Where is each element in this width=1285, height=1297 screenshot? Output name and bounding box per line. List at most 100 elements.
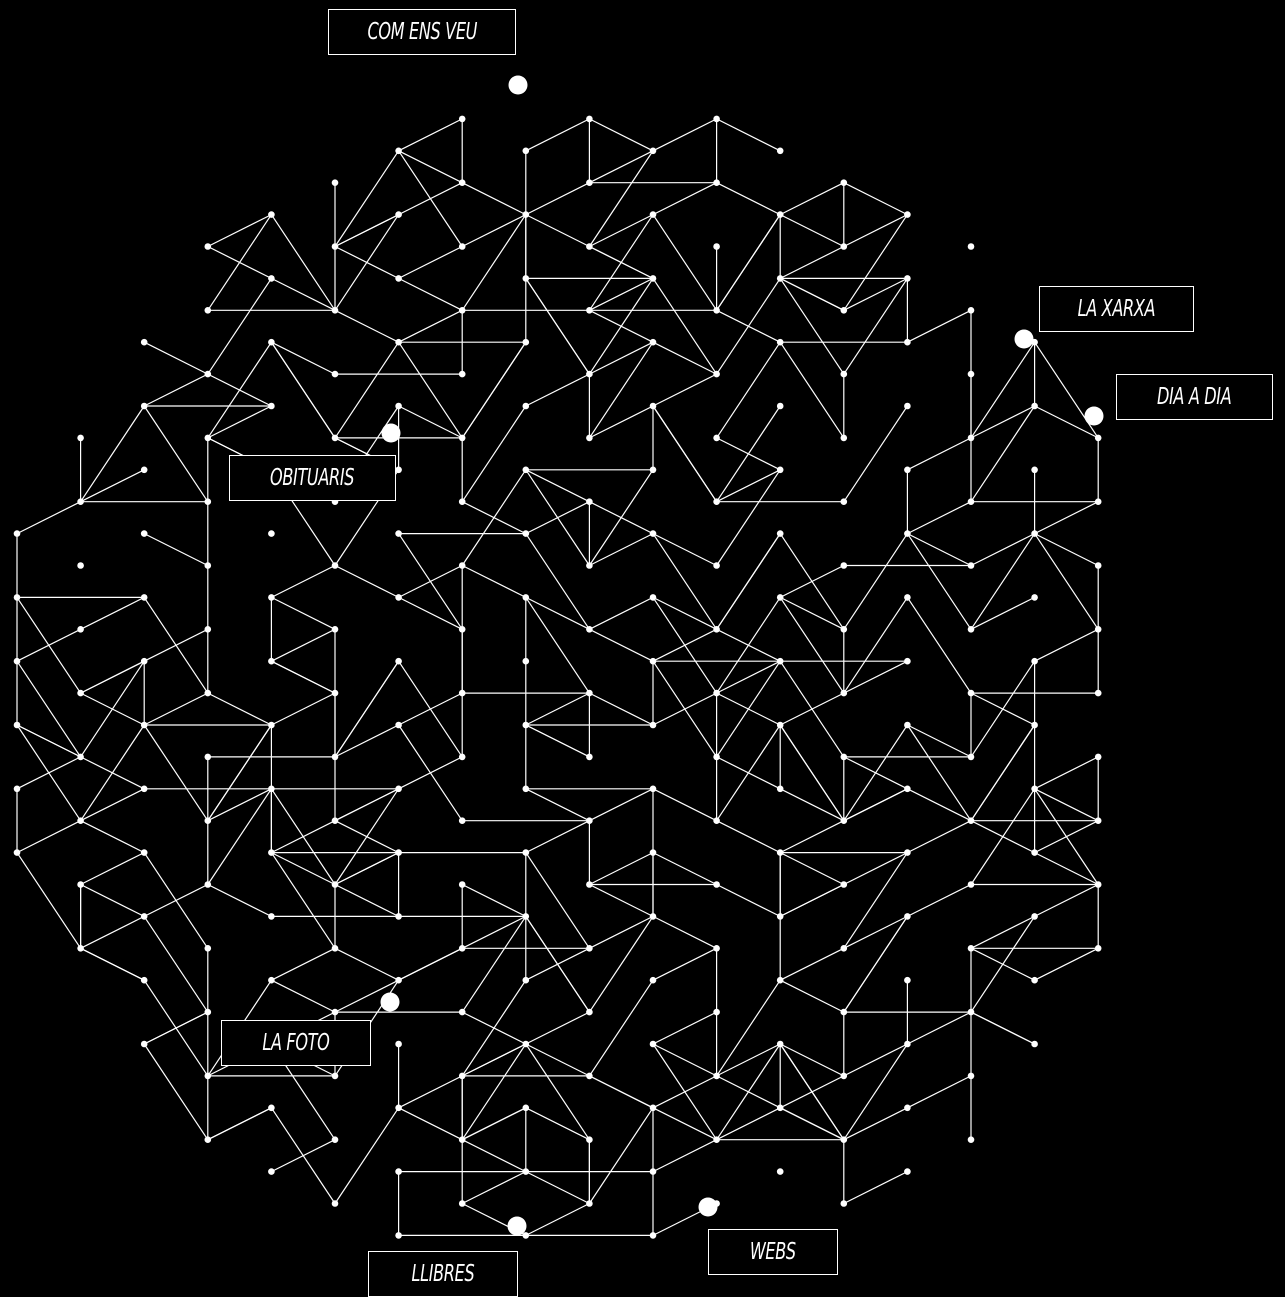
network-dot bbox=[332, 945, 339, 952]
network-edge bbox=[144, 342, 208, 374]
network-dot bbox=[395, 594, 402, 601]
network-edge bbox=[462, 183, 526, 215]
network-edge bbox=[844, 1172, 908, 1204]
network-edge bbox=[717, 597, 781, 693]
network-dot bbox=[713, 881, 720, 888]
network-dot bbox=[650, 1105, 657, 1112]
network-edge bbox=[335, 661, 399, 757]
network-dot bbox=[1095, 945, 1102, 952]
network-edge bbox=[589, 597, 653, 629]
nav-obituaris[interactable]: OBITUARIS bbox=[229, 455, 396, 501]
network-edge bbox=[971, 406, 1035, 502]
network-dot bbox=[395, 1041, 402, 1048]
network-dot bbox=[713, 1009, 720, 1016]
nav-la-xarxa[interactable]: LA XARXA bbox=[1039, 286, 1194, 332]
network-dot bbox=[1095, 626, 1102, 633]
network-dot bbox=[586, 179, 593, 186]
network-dot bbox=[1031, 977, 1038, 984]
network-dot bbox=[650, 467, 657, 474]
network-dot bbox=[586, 1200, 593, 1207]
network-dot bbox=[77, 435, 84, 442]
network-edge bbox=[335, 151, 399, 247]
network-dot bbox=[586, 435, 593, 442]
network-dot bbox=[205, 1009, 212, 1016]
network-dot bbox=[713, 435, 720, 442]
network-edge bbox=[907, 885, 971, 917]
network-dot bbox=[841, 243, 848, 250]
network-dot bbox=[459, 1073, 466, 1080]
network-dot bbox=[968, 307, 975, 314]
network-edge bbox=[526, 119, 590, 151]
network-dot bbox=[777, 530, 784, 537]
network-dot bbox=[523, 658, 530, 665]
network-edge bbox=[1035, 853, 1099, 885]
network-dot bbox=[904, 977, 911, 984]
network-edge bbox=[717, 470, 781, 502]
network-dot bbox=[523, 467, 530, 474]
network-edge bbox=[271, 821, 335, 853]
network-edge bbox=[399, 310, 463, 342]
network-edge bbox=[589, 406, 653, 438]
network-edge bbox=[81, 821, 145, 853]
network-dot bbox=[586, 945, 593, 952]
nav-llibres[interactable]: LLIBRES bbox=[368, 1251, 518, 1297]
network-dot bbox=[904, 594, 911, 601]
network-dot bbox=[968, 881, 975, 888]
network-edge bbox=[1035, 757, 1099, 789]
network-edge bbox=[526, 470, 590, 566]
network-dot bbox=[777, 148, 784, 155]
network-edge bbox=[589, 534, 653, 566]
network-edge bbox=[780, 1044, 844, 1140]
nav-webs[interactable]: WEBS bbox=[708, 1229, 838, 1275]
network-dot bbox=[459, 371, 466, 378]
network-edge bbox=[971, 693, 1035, 725]
network-dot bbox=[141, 658, 148, 665]
network-dot bbox=[332, 1136, 339, 1143]
nav-dia-a-dia[interactable]: DIA A DIA bbox=[1116, 374, 1273, 420]
network-edge bbox=[780, 215, 844, 247]
network-dot bbox=[586, 498, 593, 505]
network-dot bbox=[650, 211, 657, 218]
network-dot bbox=[904, 530, 911, 537]
network-dot bbox=[395, 530, 402, 537]
network-edge bbox=[462, 1140, 526, 1172]
network-dot bbox=[77, 754, 84, 761]
network-edge bbox=[907, 725, 971, 821]
network-dot bbox=[395, 275, 402, 282]
network-edge bbox=[399, 119, 463, 151]
network-dot bbox=[650, 977, 657, 984]
network-edge bbox=[653, 661, 717, 757]
network-dot bbox=[141, 530, 148, 537]
nav-obituaris-label: OBITUARIS bbox=[270, 465, 354, 491]
network-dot bbox=[713, 626, 720, 633]
nav-com-ens-veu[interactable]: COM ENS VEU bbox=[328, 9, 516, 55]
network-dot bbox=[586, 1136, 593, 1143]
network-edge bbox=[271, 693, 335, 725]
network-dot bbox=[395, 722, 402, 729]
network-edge bbox=[589, 151, 653, 247]
network-edge bbox=[717, 470, 781, 566]
network-edge bbox=[653, 1044, 717, 1076]
network-edge bbox=[717, 821, 781, 853]
network-edge bbox=[653, 597, 717, 629]
network-edge bbox=[399, 247, 463, 279]
nav-la-foto[interactable]: LA FOTO bbox=[221, 1020, 371, 1066]
network-dot bbox=[968, 754, 975, 761]
network-dot bbox=[332, 1073, 339, 1080]
network-edge bbox=[17, 502, 81, 534]
network-edge bbox=[780, 1044, 844, 1076]
network-dot bbox=[777, 658, 784, 665]
network-dot bbox=[205, 562, 212, 569]
network-dot bbox=[713, 1136, 720, 1143]
network-edge bbox=[335, 948, 399, 980]
network-dot bbox=[268, 786, 275, 793]
network-dot bbox=[332, 243, 339, 250]
network-dot bbox=[650, 849, 657, 856]
network-dot bbox=[586, 690, 593, 697]
network-edge bbox=[971, 597, 1035, 629]
network-dot bbox=[205, 1136, 212, 1143]
network-edge bbox=[526, 1044, 590, 1140]
network-edge bbox=[208, 885, 272, 917]
network-dot bbox=[523, 148, 530, 155]
network-edge bbox=[526, 183, 590, 215]
